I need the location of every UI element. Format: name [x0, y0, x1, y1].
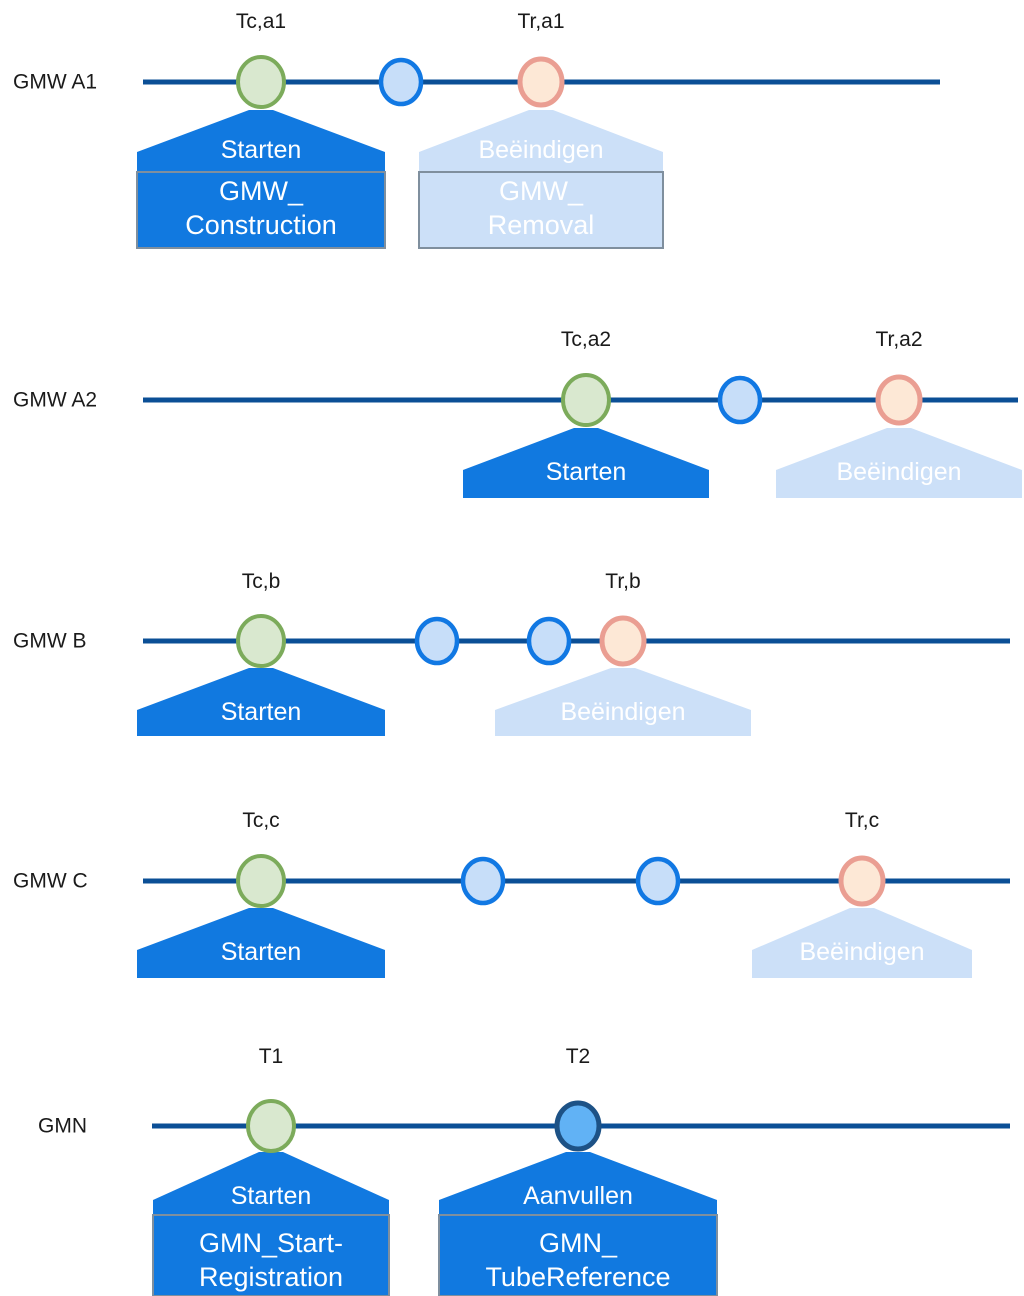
shape-pentagon-a2-starten: [463, 428, 709, 498]
row-label-gmw-a2: GMW A2: [13, 389, 97, 412]
shape-box-line-gmn-start-registration-0: GMN_Start-: [199, 1228, 343, 1258]
event-marker-gmn-e2[interactable]: [554, 1100, 602, 1152]
timeline-row-gmn: StartenGMN_Start-RegistrationAanvullen..…: [38, 1045, 1010, 1296]
event-marker-a2-e1[interactable]: [561, 373, 611, 427]
event-marker-gmn-e1[interactable]: [246, 1099, 296, 1153]
row-label-gmw-b: GMW B: [13, 630, 87, 653]
tick-label-tr-c: Tr,c: [845, 809, 879, 832]
shape-pentagon-gmn-start-registration: [153, 1152, 389, 1215]
event-marker-c-e3[interactable]: [635, 856, 681, 906]
shape-box-a1-removal: [418, 171, 664, 249]
event-marker-a1-e3[interactable]: [517, 56, 565, 108]
shape-pentagon-b-beeindigen: [495, 668, 751, 736]
timeline-row-gmw-a2: Starten Beëindigen GMW A2 Tc,a2 Tr,a2: [13, 328, 1022, 498]
event-marker-c-e1[interactable]: [236, 854, 286, 908]
shape-pentagon-c-starten: [137, 908, 385, 978]
shape-pentagon-b-starten: [137, 668, 385, 736]
event-shape-gmn-tube-reference[interactable]: Aanvullen...GMN_TubeReference: [438, 1152, 718, 1296]
shape-title-c-beeindigen: Beëindigen: [799, 938, 924, 966]
event-shape-a2-beeindigen[interactable]: Beëindigen: [776, 428, 1022, 498]
tick-label-tr-a2: Tr,a2: [875, 328, 922, 351]
shape-pentagon-c-beeindigen: [752, 908, 972, 978]
tick-label-tr-b: Tr,b: [605, 570, 640, 593]
event-shape-c-starten[interactable]: Starten: [137, 908, 385, 978]
shape-box-line-gmn-tube-reference-1: TubeReference: [485, 1262, 670, 1292]
tick-label-tc-a2: Tc,a2: [561, 328, 611, 351]
event-marker-c-e4[interactable]: [838, 855, 886, 907]
event-shape-b-beeindigen[interactable]: Beëindigen: [495, 668, 751, 736]
shape-title-b-beeindigen: Beëindigen: [560, 698, 685, 726]
shape-title-a2-starten: Starten: [546, 458, 627, 486]
row-label-gmw-a1: GMW A1: [13, 71, 97, 94]
event-shape-a2-starten[interactable]: Starten: [463, 428, 709, 498]
tick-label-tc-b: Tc,b: [242, 570, 281, 593]
shape-title-gmn-tube-reference: Aanvullen: [523, 1182, 633, 1210]
timeline-row-gmw-c: Starten Beëindigen GMW C Tc,c Tr,c: [13, 809, 1010, 978]
tick-label-t2: T2: [566, 1045, 591, 1068]
shape-box-line-a1-removal-0: GMW_: [499, 176, 584, 206]
shape-title-c-starten: Starten: [221, 938, 302, 966]
tick-label-t1: T1: [259, 1045, 284, 1068]
event-marker-a2-e2[interactable]: [717, 375, 763, 425]
shape-title-a1-construction: Starten: [221, 136, 302, 164]
shape-box-line-a1-construction-0: GMW_: [219, 176, 304, 206]
event-marker-b-e2[interactable]: [414, 616, 460, 666]
event-marker-b-e1[interactable]: [236, 614, 286, 668]
shape-pentagon-a1-construction: [137, 110, 385, 172]
shape-box-a1-construction: [136, 171, 386, 249]
row-label-gmw-c: GMW C: [13, 870, 88, 893]
event-marker-c-e2[interactable]: [460, 856, 506, 906]
shape-box-line-gmn-start-registration-1: Registration: [199, 1262, 343, 1292]
shape-pentagon-a1-removal: [419, 110, 663, 172]
event-marker-a2-e3[interactable]: [875, 374, 923, 426]
tick-label-tr-a1: Tr,a1: [517, 10, 564, 33]
tick-label-tc-c: Tc,c: [242, 809, 279, 832]
event-shape-b-starten[interactable]: Starten: [137, 668, 385, 736]
event-marker-a1-e1[interactable]: [236, 55, 286, 109]
shape-pentagon-a2-beeindigen: [776, 428, 1022, 498]
shape-title-gmn-start-registration: Starten: [231, 1182, 312, 1210]
event-marker-a1-e2[interactable]: [378, 57, 424, 107]
shape-title-a2-beeindigen: Beëindigen: [836, 458, 961, 486]
shape-box-line-a1-removal-1: Removal: [488, 210, 595, 240]
event-marker-b-e3[interactable]: [526, 616, 572, 666]
shape-pentagon-gmn-tube-reference: [439, 1152, 717, 1215]
timeline-row-gmw-b: Starten Beëindigen GMW B Tc,b Tr,b: [13, 570, 1010, 736]
event-marker-b-e4[interactable]: [599, 615, 647, 667]
shape-box-line-gmn-tube-reference-0: GMN_: [539, 1228, 618, 1258]
shape-title-a1-removal: Beëindigen: [478, 136, 603, 164]
row-label-gmn: GMN: [38, 1115, 87, 1138]
shape-box-gmn-tube-reference: [438, 1214, 718, 1296]
event-shape-c-beeindigen[interactable]: Beëindigen: [752, 908, 972, 978]
shape-box-line-a1-construction-1: Construction: [185, 210, 337, 240]
shape-title-b-starten: Starten: [221, 698, 302, 726]
shape-box-gmn-start-registration: [152, 1214, 390, 1296]
tick-label-tc-a1: Tc,a1: [236, 10, 286, 33]
